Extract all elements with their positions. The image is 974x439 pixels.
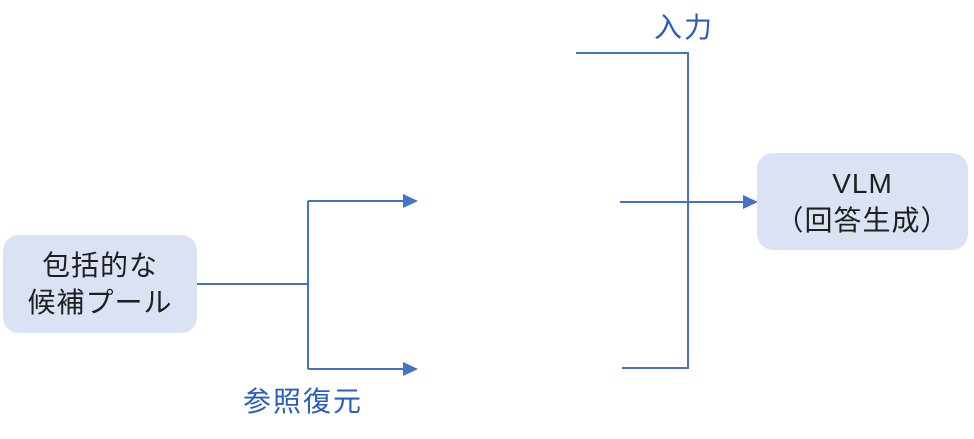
- node-candidate-pool: 包括的な 候補プール: [3, 235, 197, 333]
- node-vlm: VLM （回答生成）: [757, 153, 968, 250]
- label-input: 入力: [654, 12, 715, 43]
- vlm-label-line2: （回答生成）: [775, 204, 950, 236]
- candidate-pool-label-line1: 包括的な: [41, 250, 158, 281]
- arrow-to-vlm-head: [743, 195, 758, 209]
- label-reference-restoration: 参照復元: [243, 386, 364, 417]
- candidate-pool-label-line2: 候補プール: [27, 287, 173, 318]
- branch-arrow-bottom-head: [403, 362, 418, 376]
- branch-arrow-top-head: [403, 194, 418, 208]
- input-routing-line: [576, 52, 689, 369]
- vlm-label-line1: VLM: [832, 167, 893, 199]
